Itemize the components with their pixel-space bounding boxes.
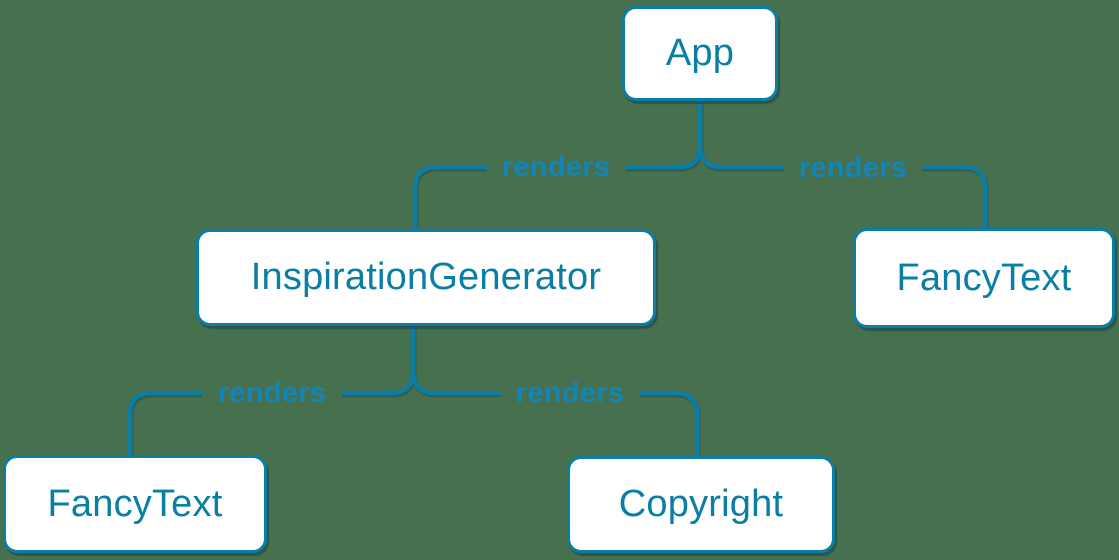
node-fancytext-bottom-label: FancyText: [47, 482, 223, 525]
node-fancytext-top: FancyText: [853, 228, 1115, 328]
node-app: App: [622, 6, 778, 101]
node-inspiration-generator-label: InspirationGenerator: [250, 256, 602, 298]
node-fancytext-bottom: FancyText: [3, 455, 267, 553]
node-copyright: Copyright: [567, 456, 835, 553]
node-fancytext-top-label: FancyText: [896, 256, 1072, 299]
node-app-label: App: [665, 32, 735, 74]
node-inspiration-generator: InspirationGenerator: [196, 229, 656, 326]
edge-label-renders-inspirationgenerator-fancytext: renders: [202, 377, 342, 411]
node-copyright-label: Copyright: [618, 483, 784, 525]
edge-label-renders-inspirationgenerator-copyright: renders: [500, 377, 640, 411]
edge-label-renders-app-inspirationgenerator: renders: [486, 151, 626, 185]
edge-label-renders-app-fancytext: renders: [783, 152, 923, 186]
